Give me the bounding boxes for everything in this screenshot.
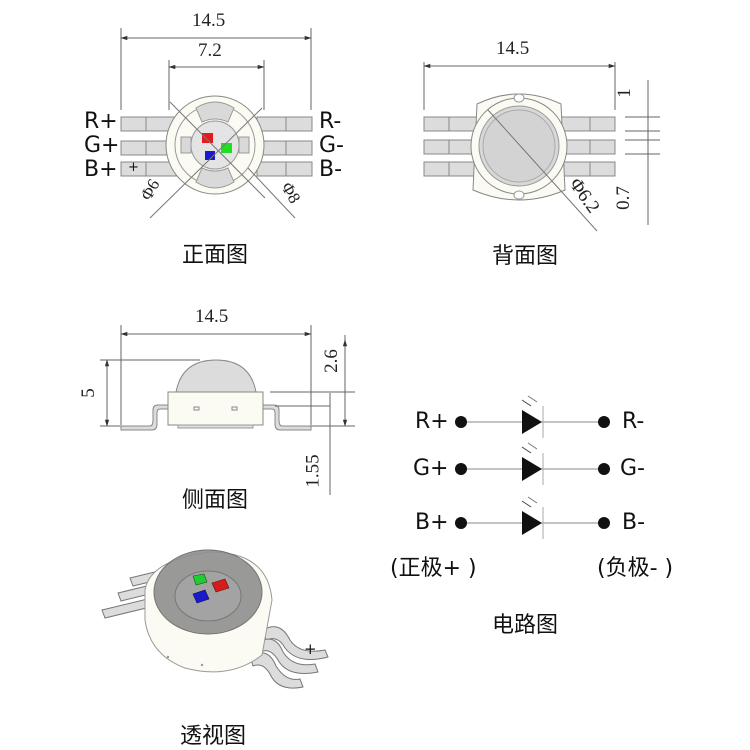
back-dim-total-width: 14.5 xyxy=(496,38,530,59)
led-g-icon xyxy=(522,457,542,481)
circuit-anode-label: (正极+ ) xyxy=(390,556,477,581)
side-view-caption: 侧面图 xyxy=(182,488,249,513)
front-pin-g-minus: G- xyxy=(319,133,344,158)
circuit-row-g xyxy=(455,442,610,485)
circuit-cathode-label: (负极- ) xyxy=(597,556,674,581)
circuit-label-g-plus: G+ xyxy=(413,456,449,481)
circuit-label-b-plus: B+ xyxy=(415,510,449,535)
front-dim-total-width: 14.5 xyxy=(192,10,226,31)
perspective-view-caption: 透视图 xyxy=(180,724,247,749)
circuit-row-b xyxy=(455,496,610,539)
front-dim-inner-width: 7.2 xyxy=(198,40,222,61)
side-dim-height: 5 xyxy=(77,388,99,398)
circuit-row-r xyxy=(455,395,610,438)
led-r-icon xyxy=(522,410,542,434)
back-view-drawing xyxy=(423,62,660,232)
circuit-label-r-plus: R+ xyxy=(415,409,449,434)
side-view-drawing xyxy=(100,325,355,495)
circuit-drawing xyxy=(455,395,610,539)
perspective-plus-mark: + xyxy=(304,640,317,658)
side-dim-lens-height: 2.6 xyxy=(320,349,342,373)
front-view-caption: 正面图 xyxy=(182,243,249,268)
front-view-drawing xyxy=(120,28,313,219)
circuit-caption: 电路图 xyxy=(492,613,559,638)
back-view-caption: 背面图 xyxy=(492,244,559,269)
perspective-view-drawing xyxy=(101,549,329,689)
front-plus-mark: + xyxy=(128,160,139,175)
front-pin-b-plus: B+ xyxy=(84,157,118,182)
front-pin-r-plus: R+ xyxy=(84,109,118,134)
back-dim-lead-width: 1 xyxy=(613,88,635,98)
front-pin-r-minus: R- xyxy=(319,109,342,134)
side-dim-total-width: 14.5 xyxy=(195,306,229,327)
circuit-label-b-minus: B- xyxy=(622,510,646,535)
front-pin-b-minus: B- xyxy=(319,157,343,182)
front-pin-g-plus: G+ xyxy=(84,133,120,158)
led-b-icon xyxy=(522,511,542,535)
back-dim-lead-gap: 0.7 xyxy=(612,186,634,210)
circuit-label-g-minus: G- xyxy=(620,456,645,481)
circuit-label-r-minus: R- xyxy=(622,409,645,434)
side-dim-body-height: 1.55 xyxy=(302,454,324,488)
